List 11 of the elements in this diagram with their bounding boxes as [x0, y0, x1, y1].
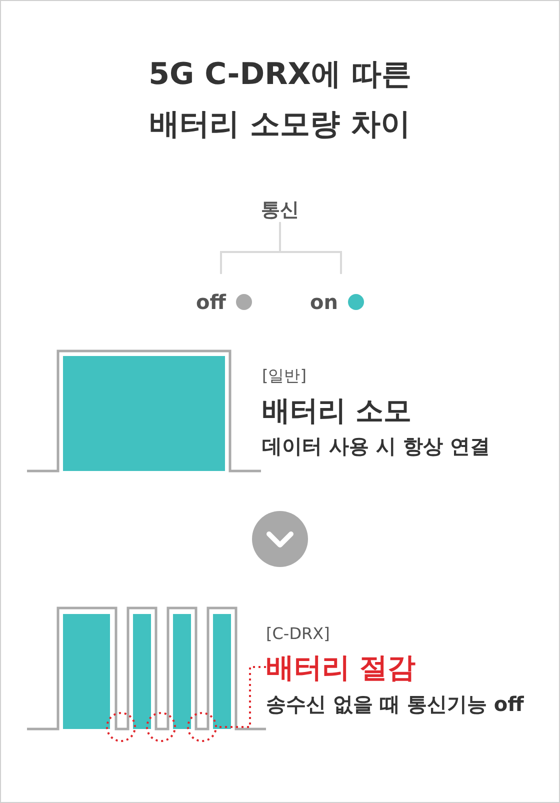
category-label: 통신 — [261, 198, 299, 222]
leader-line — [106, 666, 267, 742]
description-text: 송수신 없을 때 통신기능 off — [266, 692, 524, 716]
description-text: 데이터 사용 시 항상 연결 — [262, 434, 490, 458]
section-tag: [일반] — [262, 366, 306, 386]
section-tag: [C-DRX] — [266, 624, 330, 644]
state-label: on — [310, 290, 338, 315]
callout-text: 배터리 절감 — [266, 650, 416, 684]
title: 5G C-DRX에 따른 배터리 소모량 차이 — [148, 56, 412, 144]
section-heading: 배터리 소모 — [262, 392, 412, 428]
state-label: off — [196, 290, 226, 315]
